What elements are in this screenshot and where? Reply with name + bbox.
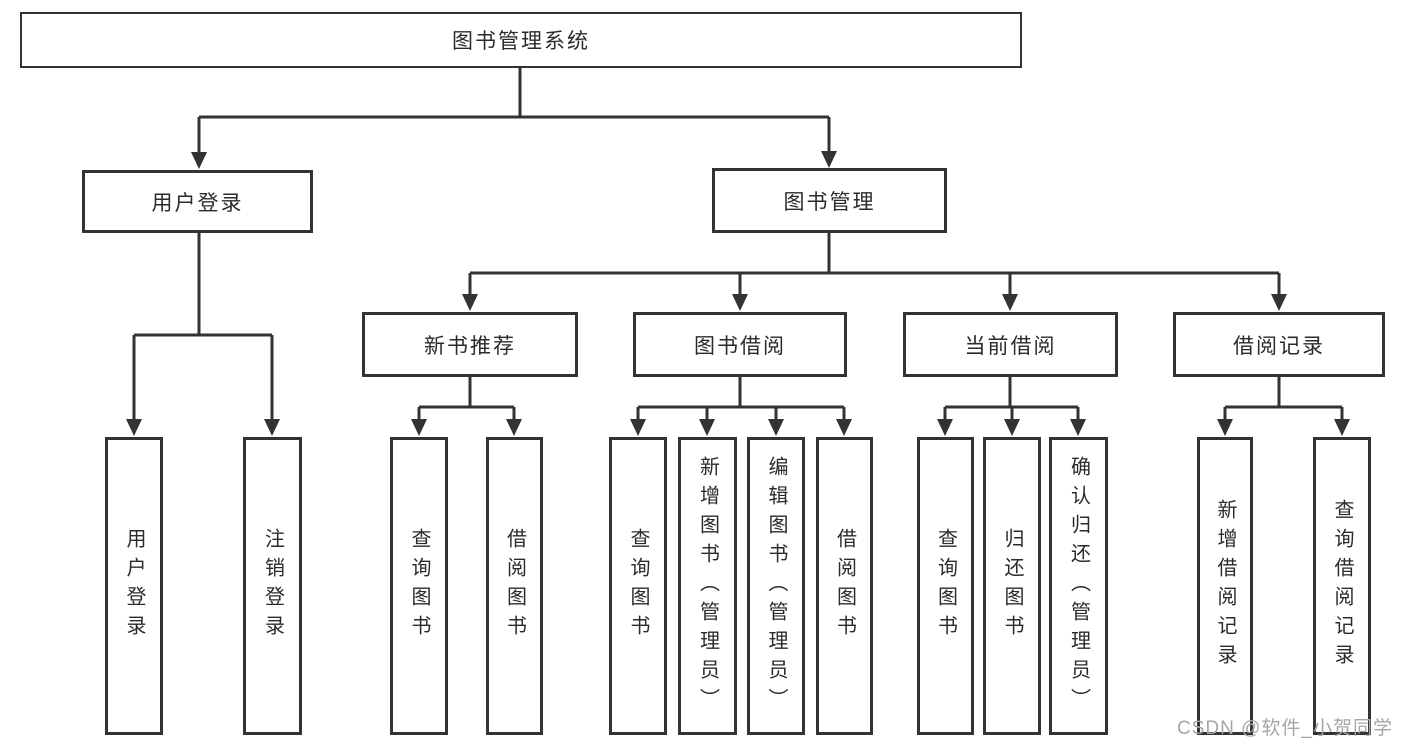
leaf-logout: 注销登录 xyxy=(243,437,302,735)
node-label: 编辑图书（管理员） xyxy=(765,455,787,717)
leaf-user-login: 用户登录 xyxy=(105,437,163,735)
node-label: 借阅图书 xyxy=(833,528,856,644)
node-label: 新书推荐 xyxy=(424,334,516,358)
leaf-confirm-return-admin: 确认归还（管理员） xyxy=(1049,437,1108,735)
leaf-add-book-admin: 新增图书（管理员） xyxy=(678,437,737,735)
leaf-query-books-borrow: 查询图书 xyxy=(609,437,667,735)
leaf-query-books-recommend: 查询图书 xyxy=(390,437,448,735)
node-library-system: 图书管理系统 xyxy=(20,12,1022,68)
node-label: 归还图书 xyxy=(1001,528,1023,644)
node-label: 查询图书 xyxy=(627,528,649,644)
node-label: 查询借阅记录 xyxy=(1331,499,1353,673)
node-label: 当前借阅 xyxy=(964,334,1057,358)
node-label: 查询图书 xyxy=(408,528,430,644)
node-label: 借阅图书 xyxy=(503,528,526,644)
node-current-borrow: 当前借阅 xyxy=(903,312,1118,377)
node-new-book-recommend: 新书推荐 xyxy=(362,312,578,377)
leaf-add-borrow-record: 新增借阅记录 xyxy=(1197,437,1253,735)
csdn-watermark: CSDN @软件_小贺同学 xyxy=(1177,718,1393,739)
node-label: 用户登录 xyxy=(151,191,244,215)
leaf-query-borrow-record: 查询借阅记录 xyxy=(1313,437,1371,735)
node-label: 用户登录 xyxy=(123,528,145,644)
node-label: 借阅记录 xyxy=(1233,334,1325,358)
node-borrow-records: 借阅记录 xyxy=(1173,312,1385,377)
node-label: 查询图书 xyxy=(934,528,957,644)
leaf-query-books-current: 查询图书 xyxy=(917,437,974,735)
leaf-borrow-books: 借阅图书 xyxy=(816,437,873,735)
node-label: 新增借阅记录 xyxy=(1214,499,1236,673)
node-label: 图书管理 xyxy=(783,190,876,214)
node-book-borrow: 图书借阅 xyxy=(633,312,847,377)
node-book-management: 图书管理 xyxy=(712,168,947,233)
node-user-login: 用户登录 xyxy=(82,170,313,233)
leaf-borrow-books-recommend: 借阅图书 xyxy=(486,437,543,735)
node-label: 图书借阅 xyxy=(694,334,786,358)
node-label: 注销登录 xyxy=(261,528,284,644)
node-label: 新增图书（管理员） xyxy=(696,455,719,717)
leaf-return-book: 归还图书 xyxy=(983,437,1041,735)
node-label: 确认归还（管理员） xyxy=(1067,455,1090,717)
node-label: 图书管理系统 xyxy=(452,30,590,53)
leaf-edit-book-admin: 编辑图书（管理员） xyxy=(747,437,805,735)
